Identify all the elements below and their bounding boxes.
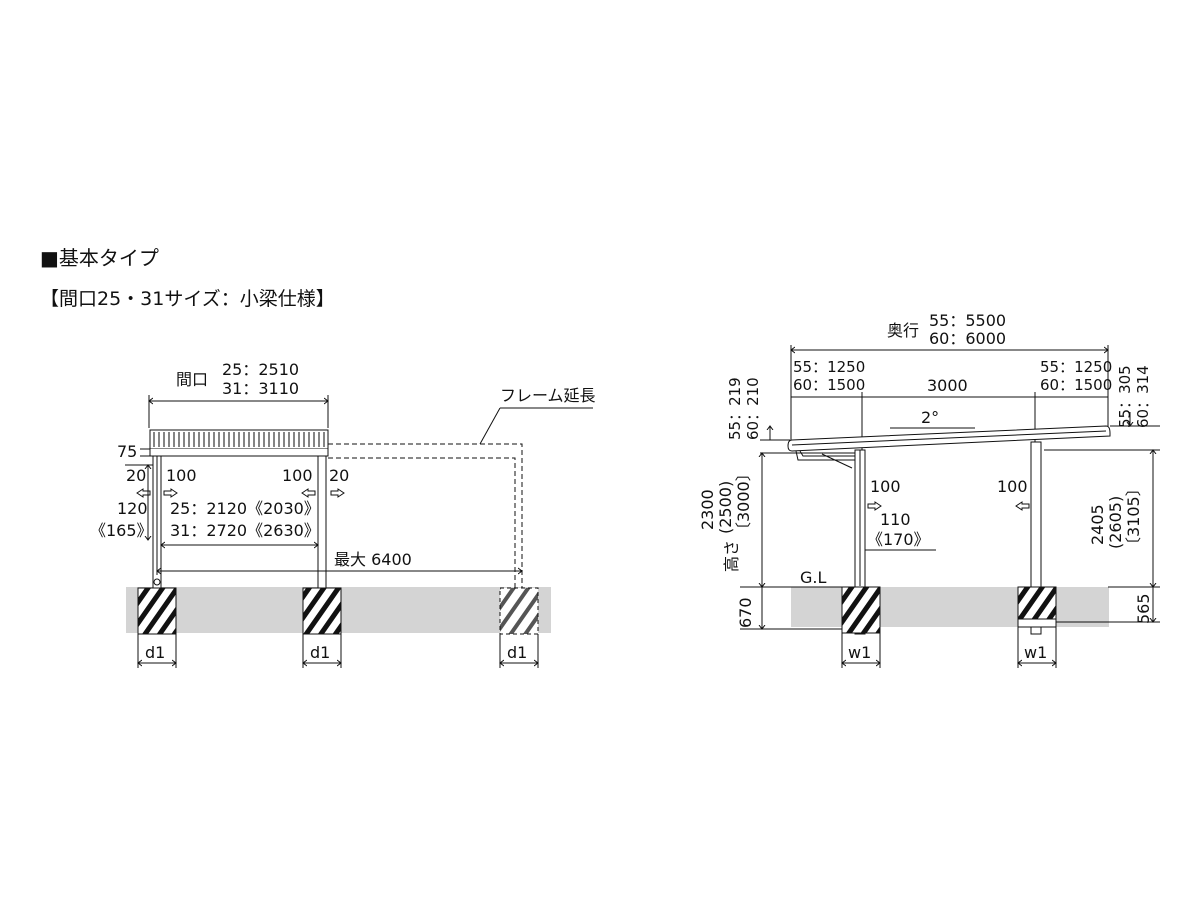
page-heading: ■基本タイプ (40, 246, 159, 270)
dim-100-side-a-label: 100 (870, 477, 901, 496)
side-roof-beam-inner (791, 430, 1107, 446)
v-right-55-label: 55：305 (1116, 365, 1134, 428)
front-roof-gutter (149, 449, 329, 457)
dim-670-label: 670 (736, 597, 755, 628)
frame-extension-dashed-inner (328, 457, 516, 588)
dim-165-label: 《165》 (90, 521, 153, 540)
height-3105-label: 〔3105〕 (1124, 480, 1143, 553)
front-left-post-bolt (153, 578, 161, 586)
arrow-left-20-left (136, 488, 151, 498)
dim-75-label: 75 (117, 442, 138, 461)
gl-label: G.L (800, 568, 827, 587)
depth-55-label: 55：5500 (929, 311, 1007, 330)
w1-a-label: w1 (848, 643, 872, 662)
frontage-25-label: 25：2510 (222, 360, 300, 379)
span-25-label: 25：2120《2030》 (170, 499, 320, 518)
left-55-label: 55：1250 (793, 358, 866, 376)
height-2405-label: 2405 (1088, 504, 1107, 545)
dim-565-label: 565 (1134, 593, 1153, 624)
slope-label: 2° (921, 408, 940, 427)
arrow-right-100-left (163, 488, 178, 498)
d1-left-label: d1 (145, 643, 166, 662)
side-view (740, 345, 1160, 668)
d1-ext-label: d1 (507, 643, 528, 662)
height-3000-label: 〔3000〕 (734, 465, 753, 538)
front-view (125, 395, 593, 668)
depth-label: 奥行 (887, 321, 920, 340)
mid-3000-label: 3000 (927, 376, 968, 395)
page-subheading: 【間口25・31サイズ：小梁仕様】 (40, 288, 335, 310)
side-footing-front (841, 586, 881, 634)
front-footing-ext (499, 587, 539, 635)
v-left-60-label: 60：210 (744, 377, 762, 440)
dim-100-right-label: 100 (282, 466, 313, 485)
right-55-label: 55：1250 (1040, 358, 1113, 376)
height-2605-label: (2605) (1106, 495, 1125, 549)
dim-120-label: 120 (117, 499, 148, 518)
dim-20-left-label: 20 (126, 466, 147, 485)
right-60-label: 60：1500 (1040, 376, 1113, 394)
w1-b-label: w1 (1024, 643, 1048, 662)
dim-170-label: 《170》 (867, 530, 930, 549)
side-knee-brace (821, 453, 853, 469)
frontage-31-label: 31：3110 (222, 379, 300, 398)
v-right-60-label: 60：314 (1134, 365, 1152, 428)
height-2500-label: (2500) (716, 480, 735, 534)
height-2300-label: 2300 (698, 489, 717, 530)
frame-extension-label: フレーム延長 (500, 386, 596, 405)
arrow-right-20-right (330, 488, 345, 498)
front-footing-mid (302, 587, 342, 635)
frame-extension-dashed (328, 443, 523, 588)
dim-100-side-b-label: 100 (997, 477, 1028, 496)
front-footing-left (137, 587, 177, 635)
frontage-label: 間口 (176, 370, 209, 389)
ground-band-side (791, 587, 1109, 627)
arrow-right-100-side (867, 501, 882, 511)
frame-ext-leader (479, 407, 501, 445)
arrow-left-100-side (1015, 501, 1030, 511)
dim-110-label: 110 (880, 510, 911, 529)
dim-20-right-label: 20 (329, 466, 350, 485)
arrow-left-100-right (301, 488, 316, 498)
d1-mid-label: d1 (310, 643, 331, 662)
left-60-label: 60：1500 (793, 376, 866, 394)
span-31-label: 31：2720《2630》 (170, 521, 320, 540)
depth-60-label: 60：6000 (929, 329, 1007, 348)
front-roof-corrugation (153, 432, 325, 447)
side-footing-rear-base (1017, 618, 1057, 628)
v-left-55-label: 55：219 (726, 377, 744, 440)
height-label: 高さ (722, 539, 741, 572)
side-rear-post (1030, 441, 1042, 635)
max-6400-label: 最大 6400 (334, 550, 412, 569)
dim-100-left-label: 100 (166, 466, 197, 485)
